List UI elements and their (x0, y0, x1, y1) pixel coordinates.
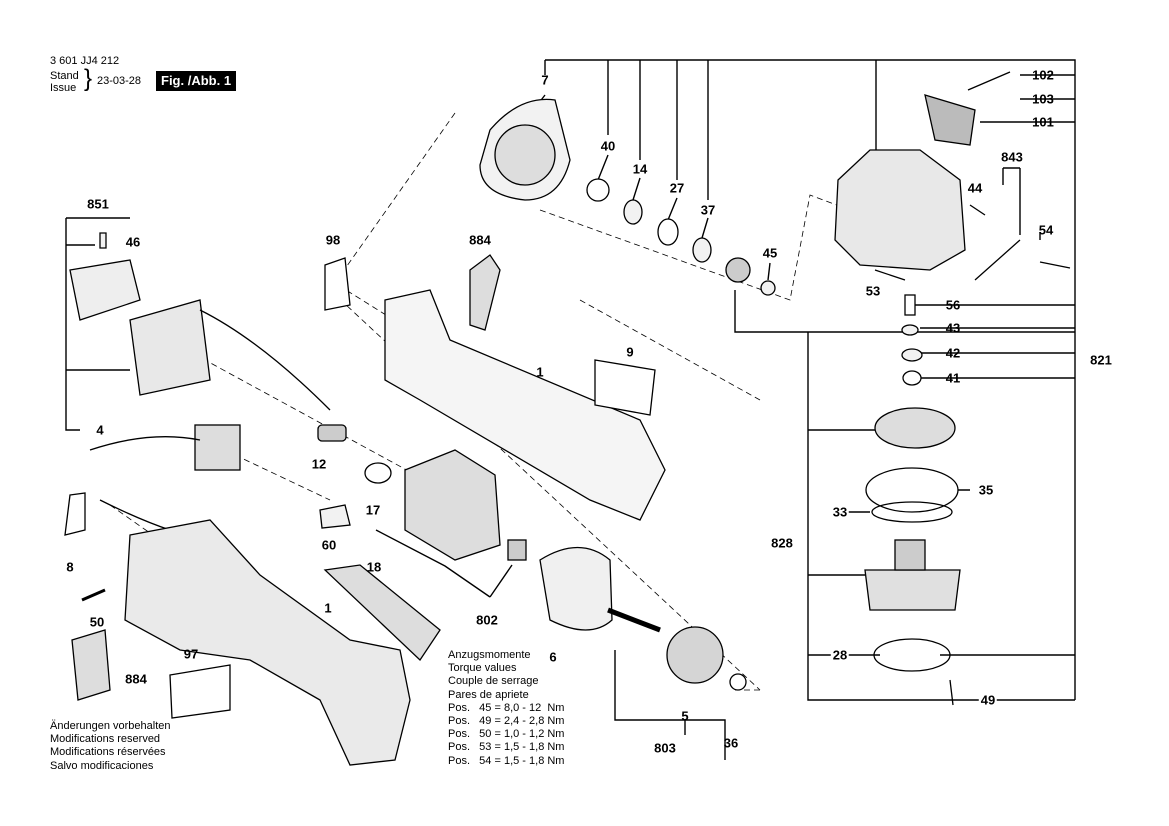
stand-label: Stand (50, 70, 79, 82)
issue-date: 23-03-28 (97, 75, 142, 87)
part-number-884-top: 884 (469, 232, 491, 248)
part-number-1-top: 1 (536, 364, 544, 380)
part-number-44: 44 (967, 180, 983, 196)
part-number-9: 9 (626, 344, 634, 360)
torque-heading-es: Pares de apriete (448, 688, 529, 701)
part-number-36: 36 (723, 735, 739, 751)
part-number-28: 28 (830, 647, 850, 663)
note-fr: Modifications réservées (50, 746, 166, 759)
part-number-103: 103 (1032, 91, 1054, 107)
torque-row: Pos. 45 = 8,0 - 12 Nm (448, 701, 565, 714)
torque-heading-en: Torque values (448, 662, 517, 675)
part-number-802: 802 (476, 612, 498, 628)
part-number-1-bottom: 1 (324, 600, 332, 616)
part-number-821: 821 (1088, 352, 1114, 368)
part-number-46: 46 (125, 234, 141, 250)
part-number-27: 27 (669, 180, 685, 196)
part-number-33: 33 (830, 504, 850, 520)
part-number-101: 101 (1032, 114, 1054, 130)
part-number-5: 5 (681, 708, 689, 724)
part-number-50: 50 (89, 614, 105, 630)
part-number-53: 53 (865, 283, 881, 299)
part-number-8: 8 (66, 559, 74, 575)
note-es: Salvo modificaciones (50, 759, 154, 772)
torque-row: Pos. 49 = 2,4 - 2,8 Nm (448, 715, 565, 728)
note-de: Änderungen vorbehalten (50, 720, 171, 732)
issue-label: Issue (50, 82, 77, 94)
torque-row: Pos. 53 = 1,5 - 1,8 Nm (448, 741, 565, 754)
part-number-49: 49 (978, 692, 998, 708)
part-number-35: 35 (978, 482, 994, 498)
torque-heading-fr: Couple de serrage (448, 675, 539, 688)
brace: } (84, 65, 93, 92)
part-number-14: 14 (632, 161, 648, 177)
part-number-45: 45 (762, 245, 778, 261)
part-number-56: 56 (945, 297, 961, 313)
part-number-54: 54 (1038, 222, 1054, 238)
part-number-884-bottom: 884 (125, 671, 147, 687)
document-number: 3 601 JJ4 212 (50, 55, 120, 67)
part-number-98: 98 (325, 232, 341, 248)
part-number-7: 7 (541, 72, 549, 88)
part-number-102: 102 (1032, 67, 1054, 83)
part-number-97: 97 (183, 646, 199, 662)
part-number-43: 43 (945, 320, 961, 336)
torque-row: Pos. 50 = 1,0 - 1,2 Nm (448, 728, 565, 741)
part-number-18: 18 (366, 559, 382, 575)
part-number-6: 6 (549, 649, 557, 665)
part-number-12: 12 (311, 456, 327, 472)
torque-values-block: Anzugsmomente Torque values Couple de se… (448, 649, 564, 768)
part-number-4: 4 (94, 422, 106, 438)
part-number-851: 851 (87, 196, 109, 212)
part-number-41: 41 (945, 370, 961, 386)
part-number-60: 60 (321, 537, 337, 553)
torque-heading-de: Anzugsmomente (448, 649, 531, 661)
part-number-40: 40 (600, 138, 616, 154)
part-number-42: 42 (945, 345, 961, 361)
part-number-803: 803 (654, 740, 676, 756)
figure-badge: Fig. /Abb. 1 (156, 71, 237, 91)
torque-row: Pos. 54 = 1,5 - 1,8 Nm (448, 754, 565, 767)
note-en: Modifications reserved (50, 733, 161, 746)
part-number-17: 17 (365, 502, 381, 518)
part-number-843: 843 (1001, 149, 1023, 165)
part-number-37: 37 (700, 202, 716, 218)
part-number-828: 828 (771, 535, 793, 551)
modification-notes: Änderungen vorbehalten Modifications res… (50, 720, 170, 773)
